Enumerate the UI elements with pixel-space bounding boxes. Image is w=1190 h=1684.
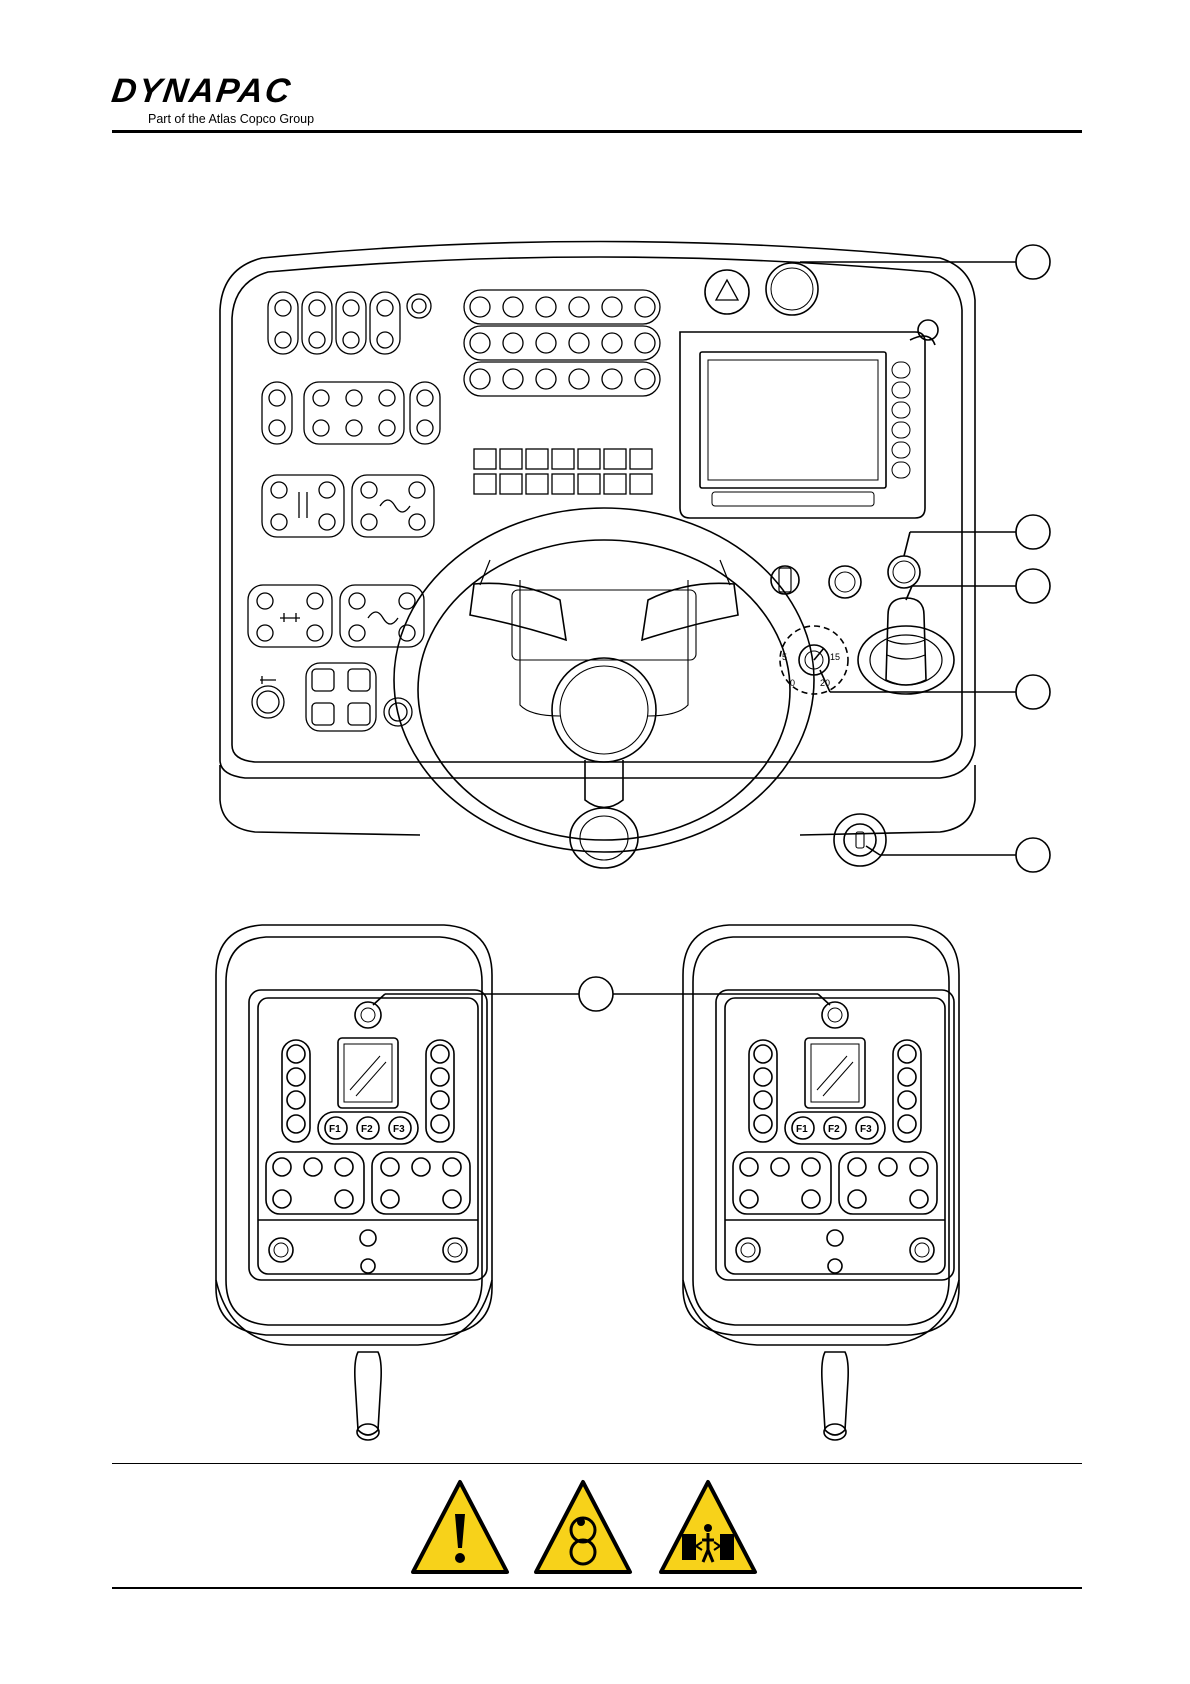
ignition-switch (834, 814, 886, 866)
figure-rule (112, 1463, 1082, 1464)
main-dashboard (220, 242, 975, 836)
top-right-buttons (705, 263, 818, 315)
f3-label-right: F3 (860, 1124, 872, 1135)
joystick (858, 598, 954, 694)
left-keypad (248, 292, 440, 731)
f1-label: F1 (329, 1124, 341, 1135)
display-unit (680, 320, 938, 518)
dial-tick-15: 15 (830, 652, 840, 662)
f3-label: F3 (393, 1124, 405, 1135)
remote-callout (373, 977, 830, 1011)
dial-tick-0: 0 (790, 678, 795, 688)
remote-control-right: F1 F2 F3 (683, 925, 959, 1440)
f2-label-right: F2 (828, 1124, 840, 1135)
warning-exclamation-icon (413, 1482, 507, 1572)
warning-symbols (410, 1478, 760, 1576)
crush-hazard-icon (536, 1482, 630, 1572)
center-keypad (464, 290, 660, 494)
footer-rule (112, 1587, 1082, 1589)
f1-label-right: F1 (796, 1124, 808, 1135)
remote-control-left: F1 F2 F3 (216, 925, 492, 1440)
pinch-hazard-icon (661, 1482, 755, 1572)
steering-wheel (394, 508, 814, 868)
f2-label: F2 (361, 1124, 373, 1135)
right-switches (771, 556, 920, 598)
